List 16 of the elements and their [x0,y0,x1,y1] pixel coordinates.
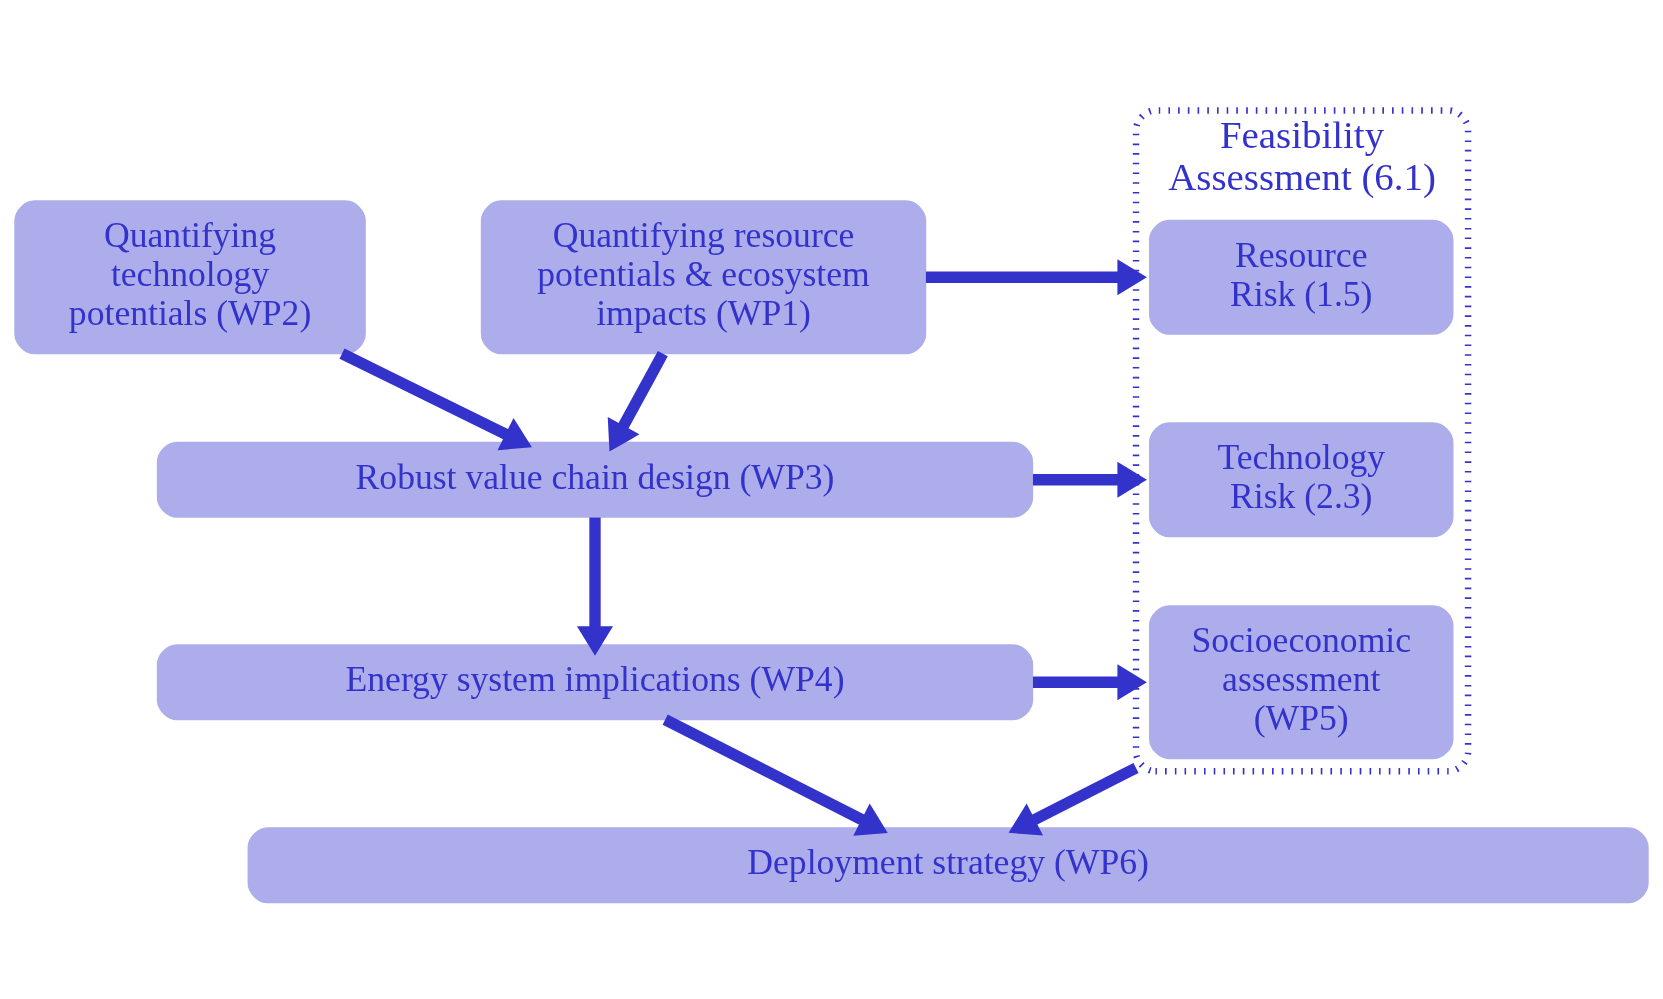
arrow [339,348,532,450]
node-box: Quantifying resource potentials & ecosystem impacts (WP1) [480,199,927,354]
arrow [576,516,614,656]
arrow [925,258,1147,295]
node-box: Technology Risk (2.3) [1149,421,1454,537]
arrow [662,714,888,836]
arrow [1008,762,1139,836]
node-box: Deployment strategy (WP6) [247,826,1649,903]
node-box: Energy system implications (WP4) [156,643,1034,720]
node-box: Quantifying technology potentials (WP2) [14,199,366,354]
node-box: Resource Risk (1.5) [1149,219,1454,335]
arrow [1032,663,1147,700]
arrow [607,350,668,452]
arrow [1032,461,1147,498]
node-box: Robust value chain design (WP3) [156,441,1034,518]
node-box: Socioeconomic assessment (WP5) [1149,604,1454,759]
